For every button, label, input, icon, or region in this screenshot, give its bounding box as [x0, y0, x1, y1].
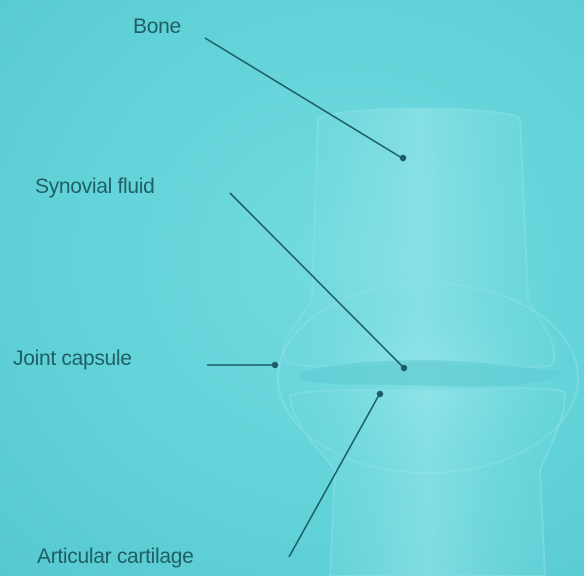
- bone-pointer-dot: [400, 155, 406, 161]
- bone-label: Bone: [133, 16, 181, 37]
- joint-capsule-pointer-dot: [272, 362, 278, 368]
- synovial-fluid-label: Synovial fluid: [35, 176, 155, 197]
- joint-capsule-label: Joint capsule: [13, 348, 132, 369]
- articular-cartilage-label: Articular cartilage: [37, 546, 194, 567]
- bone-leader-line: [205, 38, 402, 158]
- synovial-fluid-pointer-dot: [401, 365, 407, 371]
- articular-cartilage-pointer-dot: [377, 391, 383, 397]
